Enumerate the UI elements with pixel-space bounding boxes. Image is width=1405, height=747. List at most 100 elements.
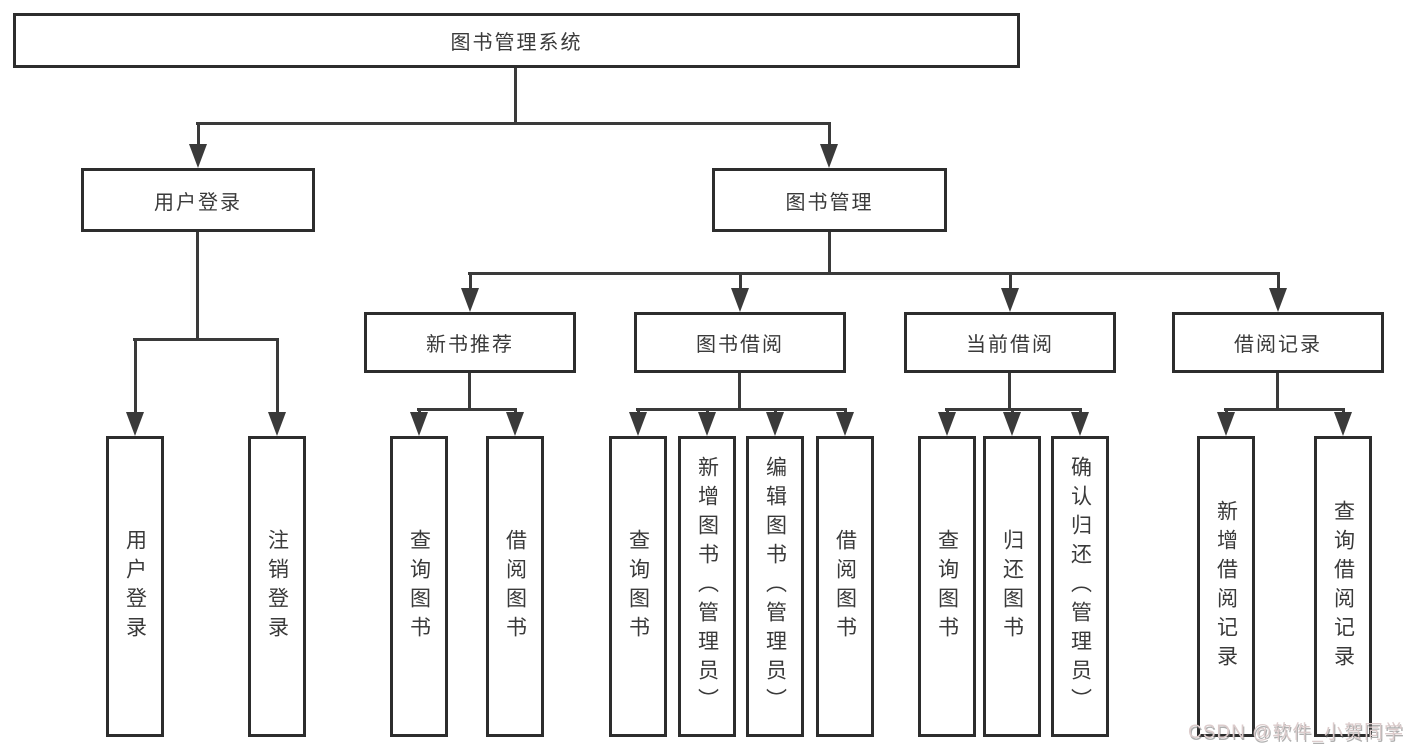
connector-root-branch [196, 122, 831, 125]
connector-records-branch [1224, 408, 1345, 411]
leaf-bw-borrow-book: 借阅图书 [816, 436, 874, 737]
arrow-stem [468, 272, 472, 300]
arrow-to-leaf-logout [268, 338, 286, 436]
arrow-to-leaf-cur-return [1003, 408, 1021, 436]
arrow-head-icon [410, 412, 428, 436]
leaf-nb-borrow-book: 借阅图书 [486, 436, 544, 737]
arrow-stem [1008, 272, 1012, 300]
leaf-cur-confirm-return-admin-label: 确认归还（管理员） [1068, 456, 1092, 717]
arrow-stem [1276, 272, 1280, 300]
arrow-head-icon [938, 412, 956, 436]
connector-login-stem [196, 232, 199, 338]
arrow-head-icon [1269, 288, 1287, 312]
node-book-management-label: 图书管理 [785, 191, 874, 214]
arrow-head-icon [189, 144, 207, 168]
node-borrow-records-label: 借阅记录 [1234, 334, 1322, 356]
connector-root-stem [514, 68, 517, 122]
node-user-login-label: 用户登录 [154, 191, 242, 214]
arrow-stem [275, 338, 279, 424]
leaf-nb-query-book-label: 查询图书 [407, 528, 431, 645]
leaf-cur-confirm-return-admin: 确认归还（管理员） [1051, 436, 1109, 737]
arrow-to-leaf-nb-borrow [506, 408, 524, 436]
leaf-user-login: 用户登录 [106, 436, 164, 737]
connector-borrow-stem [738, 373, 741, 408]
arrow-to-leaf-nb-query [410, 408, 428, 436]
node-book-management: 图书管理 [712, 168, 947, 232]
connector-current-branch [945, 408, 1082, 411]
arrow-head-icon [629, 412, 647, 436]
leaf-cur-return-book: 归还图书 [983, 436, 1041, 737]
arrow-stem [738, 272, 742, 300]
leaf-user-login-label: 用户登录 [123, 528, 147, 645]
arrow-head-icon [1217, 412, 1235, 436]
leaf-nb-borrow-book-label: 借阅图书 [503, 528, 527, 645]
node-new-book-recommend-label: 新书推荐 [426, 334, 514, 356]
connector-newbook-branch [417, 408, 517, 411]
leaf-bw-edit-book-admin: 编辑图书（管理员） [746, 436, 804, 737]
connector-borrow-branch [636, 408, 847, 411]
leaf-rec-query-record-label: 查询借阅记录 [1331, 499, 1355, 674]
connector-newbook-stem [468, 373, 471, 408]
arrow-to-leaf-user-login [126, 338, 144, 436]
arrow-to-borrow-records [1269, 272, 1287, 312]
leaf-bw-borrow-book-label: 借阅图书 [833, 528, 857, 645]
connector-login-branch [133, 338, 279, 341]
arrow-to-leaf-bw-edit [766, 408, 784, 436]
arrow-to-leaf-rec-add [1217, 408, 1235, 436]
leaf-bw-query-book-label: 查询图书 [626, 528, 650, 645]
arrow-to-current-borrow [1001, 272, 1019, 312]
arrow-to-leaf-cur-confirm [1071, 408, 1089, 436]
arrow-head-icon [766, 412, 784, 436]
leaf-rec-add-record: 新增借阅记录 [1197, 436, 1255, 737]
leaf-bw-add-book-admin-label: 新增图书（管理员） [695, 456, 719, 717]
node-new-book-recommend: 新书推荐 [364, 312, 576, 373]
watermark: CSDN @软件_小贺同学 [1188, 722, 1404, 743]
connector-records-stem [1276, 373, 1279, 408]
leaf-nb-query-book: 查询图书 [390, 436, 448, 737]
arrow-head-icon [820, 144, 838, 168]
leaf-bw-edit-book-admin-label: 编辑图书（管理员） [763, 456, 787, 717]
node-current-borrow-label: 当前借阅 [966, 334, 1054, 356]
leaf-logout-label: 注销登录 [265, 528, 289, 645]
connector-current-stem [1008, 373, 1011, 408]
arrow-to-leaf-bw-borrow [836, 408, 854, 436]
leaf-cur-return-book-label: 归还图书 [1000, 528, 1024, 645]
connector-mgmt-branch [468, 272, 1279, 275]
arrow-head-icon [126, 412, 144, 436]
arrow-head-icon [698, 412, 716, 436]
arrow-to-leaf-bw-add [698, 408, 716, 436]
leaf-bw-add-book-admin: 新增图书（管理员） [678, 436, 736, 737]
arrow-head-icon [1071, 412, 1089, 436]
arrow-head-icon [1001, 288, 1019, 312]
arrow-to-leaf-cur-query [938, 408, 956, 436]
arrow-head-icon [836, 412, 854, 436]
leaf-cur-query-book: 查询图书 [918, 436, 976, 737]
arrow-to-new-book-recommend [461, 272, 479, 312]
node-book-borrow: 图书借阅 [634, 312, 846, 373]
arrow-head-icon [506, 412, 524, 436]
leaf-rec-add-record-label: 新增借阅记录 [1214, 499, 1238, 674]
arrow-head-icon [268, 412, 286, 436]
arrow-head-icon [1334, 412, 1352, 436]
connector-mgmt-stem [828, 232, 831, 272]
leaf-bw-query-book: 查询图书 [609, 436, 667, 737]
leaf-logout: 注销登录 [248, 436, 306, 737]
arrow-to-book-borrow [731, 272, 749, 312]
leaf-rec-query-record: 查询借阅记录 [1314, 436, 1372, 737]
leaf-cur-query-book-label: 查询图书 [935, 528, 959, 645]
arrow-stem [133, 338, 137, 424]
arrow-to-leaf-bw-query [629, 408, 647, 436]
arrow-to-book-management [820, 122, 838, 168]
arrow-stem [196, 122, 200, 156]
arrow-head-icon [1003, 412, 1021, 436]
node-borrow-records: 借阅记录 [1172, 312, 1384, 373]
node-root-label: 图书管理系统 [450, 32, 583, 54]
arrow-head-icon [461, 288, 479, 312]
node-book-borrow-label: 图书借阅 [696, 334, 784, 356]
arrow-to-user-login [189, 122, 207, 168]
node-root: 图书管理系统 [13, 13, 1020, 68]
arrow-to-leaf-rec-query [1334, 408, 1352, 436]
arrow-head-icon [731, 288, 749, 312]
node-user-login: 用户登录 [81, 168, 315, 232]
